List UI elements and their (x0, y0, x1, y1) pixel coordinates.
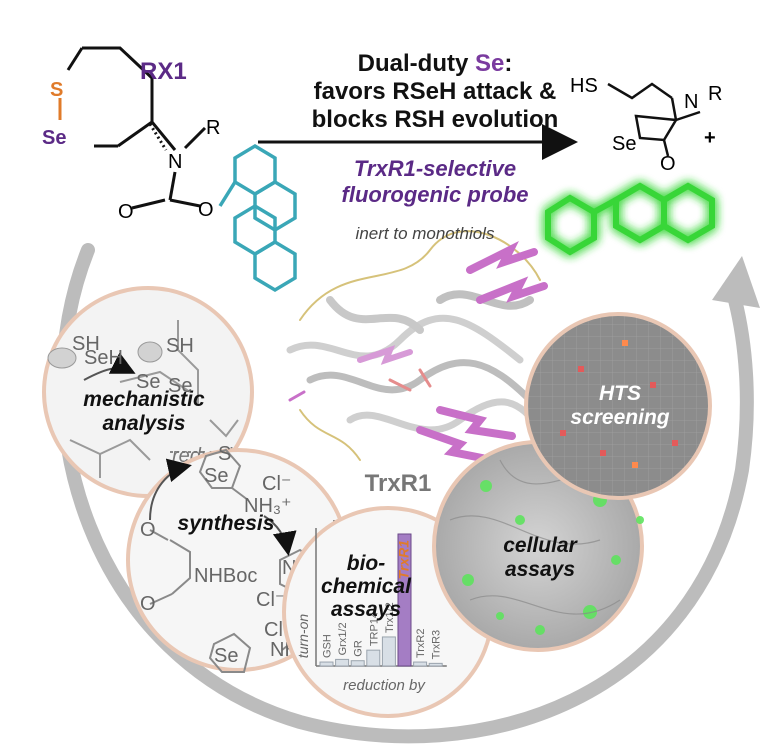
chart-tick-label: GR (353, 640, 365, 657)
cell-label-1: cellular (503, 534, 578, 557)
rx1-structure (58, 46, 207, 210)
hts-label-1: HTS (599, 382, 641, 405)
chart-bar-trxr1 (397, 533, 412, 667)
headline-suffix: : (504, 50, 513, 77)
syn-nhboc: NHBoc (194, 565, 257, 587)
chart-bar-trxr2 (413, 661, 428, 667)
chart-x-label: reduction by (343, 677, 426, 694)
chart-tick-label: TrxR2 (415, 628, 427, 658)
chart-tick-label: Trx1/2 (384, 602, 396, 633)
released-fluorophore-icon (545, 182, 715, 256)
product-hs: HS (570, 75, 598, 97)
rx1-o-ester: O (198, 199, 214, 221)
syn-s: S (218, 443, 231, 465)
syn-cl-2: Cl⁻ (256, 589, 285, 611)
syn-o-2: O (140, 593, 156, 615)
rx1-r-group: R (206, 117, 220, 139)
caged-fluorophore (218, 143, 297, 293)
chart-bar-grx1-2 (335, 658, 350, 667)
hts-label-2: screening (570, 406, 669, 429)
chart-tick-label: TrxR3 (431, 630, 443, 660)
syn-nh3: NH₃⁺ (244, 495, 292, 517)
product-se: Se (612, 133, 636, 155)
chart-tick-label: GSH (322, 634, 334, 658)
product-plus: + (704, 127, 716, 149)
rx1-s-atom: S (50, 79, 63, 101)
rx1-n-atom: N (168, 151, 182, 173)
subtitle: TrxR1-selective fluorogenic probe (270, 156, 600, 208)
mech-sh-2: SH (166, 335, 194, 357)
subtitle-line2: fluorogenic probe (341, 182, 529, 207)
chart-tick-label: TrxR1 (396, 540, 412, 580)
mech-label-2: analysis (103, 412, 186, 435)
syn-cl-1: Cl⁻ (262, 473, 291, 495)
mech-sh-1: SH (72, 333, 100, 355)
syn-label: synthesis (178, 512, 275, 535)
product-r: R (708, 83, 722, 105)
headline: Dual-duty Se: favors RSeH attack & block… (270, 50, 600, 134)
chart-bar-gr (350, 660, 365, 667)
headline-prefix: Dual-duty (357, 50, 475, 77)
mech-seh: SeH (84, 347, 123, 369)
chart-bar-trp14 (366, 649, 381, 667)
rx1-o-carbonyl: O (118, 201, 134, 223)
chart-bar-trx1-2 (381, 636, 396, 667)
bio-label-1: bio- (347, 552, 385, 575)
cycle-arrowhead-icon (712, 256, 760, 308)
mech-label-1: mechanistic (83, 388, 205, 411)
rx1-hashed-bond (148, 123, 168, 151)
product-structure (607, 82, 701, 157)
headline-line3: blocks RSH evolution (311, 106, 559, 133)
bio-label-2: chemical (321, 575, 412, 598)
bubble-hts (524, 312, 712, 500)
cycle-arrow (55, 243, 754, 744)
chart-tick-label: TRP14 (368, 612, 380, 646)
product-o: O (660, 153, 676, 175)
cell-label-2: assays (505, 558, 575, 581)
compound-label: RX1 (140, 58, 187, 85)
bio-label-3: assays (331, 598, 401, 621)
syn-se-2: Se (214, 645, 238, 667)
syn-se: Se (204, 465, 228, 487)
syn-o-1: O (140, 519, 156, 541)
mech-se-1: Se (136, 371, 160, 393)
product-n: N (684, 91, 698, 113)
subtitle-line1: TrxR1-selective (353, 156, 517, 181)
chart-tick-label: Grx1/2 (337, 622, 349, 655)
chart-y-label: turn-on (295, 614, 311, 659)
chart-bar-trxr3 (428, 662, 443, 667)
headline-highlight: Se (474, 50, 505, 77)
bubble-mechanistic (42, 286, 254, 498)
rx1-se-atom: Se (42, 127, 66, 149)
mech-se-2: Se (168, 375, 192, 397)
protein-label: TrxR1 (364, 470, 432, 497)
trxr1-protein-structure (286, 230, 548, 464)
chart-bar-gsh (319, 661, 334, 667)
inert-note: inert to monothiols (355, 224, 495, 243)
headline-line2: favors RSeH attack & (313, 78, 557, 105)
